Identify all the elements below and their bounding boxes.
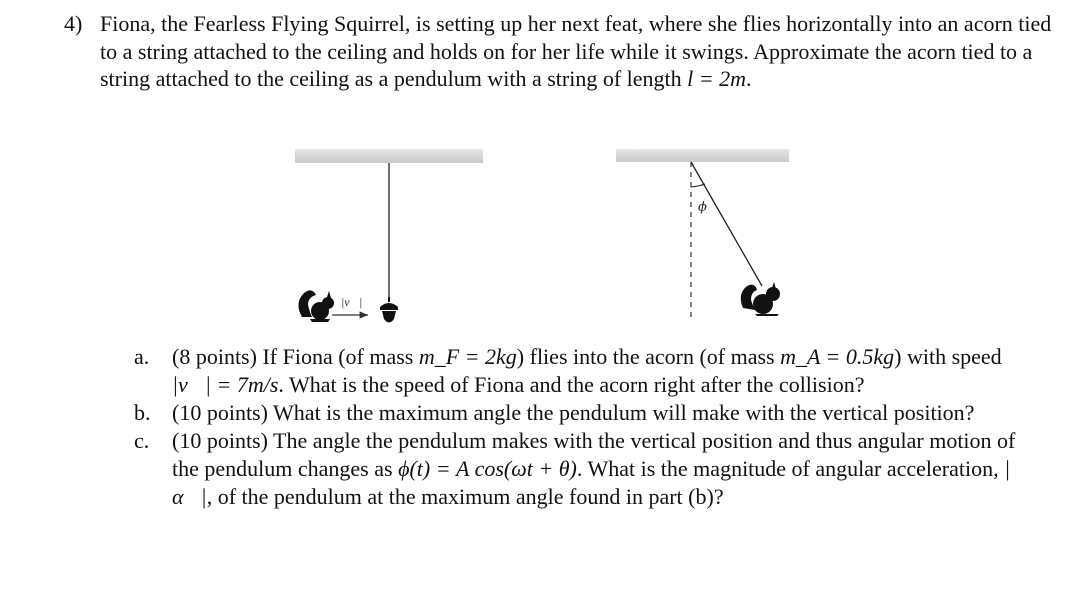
part-c-angle-function: ϕ(t) = A cos(ωt + θ) <box>398 456 577 481</box>
part-a-text-3: ) with speed <box>894 344 1002 369</box>
length-expression: l = 2m <box>687 66 746 91</box>
problem-body: Fiona, the Fearless Flying Squirrel, is … <box>100 10 1064 93</box>
part-c-letter: c. <box>134 428 150 453</box>
part-c-text-3: , of the pendulum at the maximum angle f… <box>206 484 724 509</box>
squirrel-icon <box>298 290 334 322</box>
string-right <box>690 161 763 287</box>
problem-text: Fiona, the Fearless Flying Squirrel, is … <box>100 11 1052 91</box>
part-b-letter: b. <box>134 400 151 425</box>
angle-arc <box>690 183 706 188</box>
part-c-angular-acceleration: |α⃗| <box>172 456 1011 509</box>
pendulum-figure: |v⃗| ϕ <box>295 149 789 323</box>
acorn-icon <box>380 297 398 323</box>
part-a-letter: a. <box>134 344 150 369</box>
question-parts: a. (8 points) If Fiona (of mass m_F = 2k… <box>134 343 1034 511</box>
part-b: b. (10 points) What is the maximum angle… <box>134 399 1034 427</box>
angle-label: ϕ <box>698 200 707 215</box>
part-a: a. (8 points) If Fiona (of mass m_F = 2k… <box>134 343 1034 399</box>
ceiling-right <box>616 149 789 162</box>
part-a-text-1: (8 points) If Fiona (of mass <box>172 344 419 369</box>
problem-number: 4) <box>64 11 83 36</box>
velocity-label: |v⃗| <box>341 295 362 309</box>
part-b-text: (10 points) What is the maximum angle th… <box>172 400 975 425</box>
ceiling-left <box>295 149 483 163</box>
squirrel-on-acorn-icon <box>740 282 780 316</box>
problem-statement: 4) Fiona, the Fearless Flying Squirrel, … <box>64 10 1064 93</box>
part-a-text-2: ) flies into the acorn (of mass <box>516 344 781 369</box>
part-a-mass-acorn: m_A = 0.5kg <box>780 344 895 369</box>
part-a-mass-fiona: m_F = 2kg <box>418 344 517 369</box>
problem-text-end: . <box>746 66 752 91</box>
part-c-text-2: . What is the magnitude of angular accel… <box>576 456 1005 481</box>
part-a-speed: |v⃗| = 7m/s <box>172 372 279 397</box>
part-c-text-1: (10 points) The angle the pendulum makes… <box>172 428 1016 481</box>
part-a-text-4: . What is the speed of Fiona and the aco… <box>278 372 865 397</box>
part-c: c. (10 points) The angle the pendulum ma… <box>134 427 1034 511</box>
